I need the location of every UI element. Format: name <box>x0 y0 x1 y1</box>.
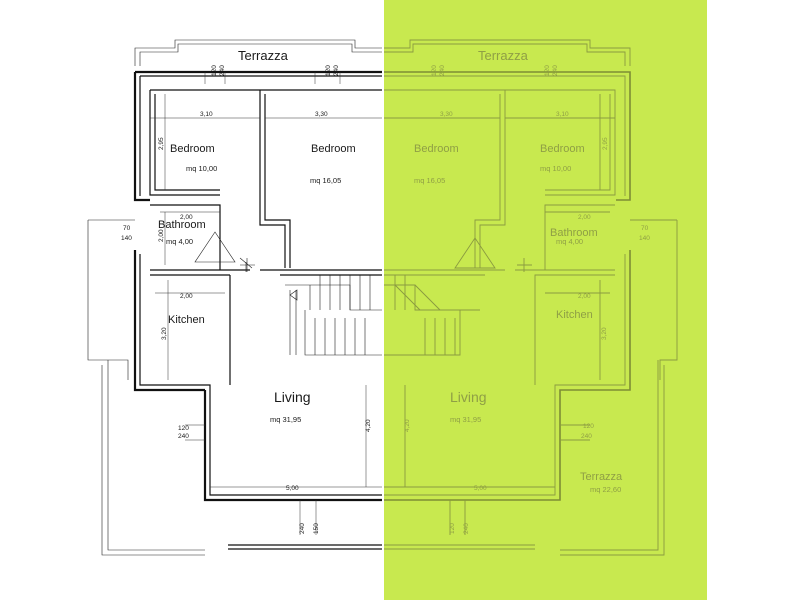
right-living-width: 5,00 <box>474 485 487 492</box>
right-window-dim-3: 120 <box>544 65 551 76</box>
left-bedroom2-width: 3,30 <box>315 111 328 118</box>
left-living-window-dim-2: 240 <box>178 433 189 440</box>
right-living-name: Living <box>450 389 487 405</box>
right-terrace-label: Terrazza <box>478 48 529 63</box>
right-bedroom2-width: 3,10 <box>556 111 569 118</box>
right-living-window-dim-1: 120 <box>583 423 594 430</box>
left-bedroom2-name: Bedroom <box>311 143 356 155</box>
left-bottom-window-dim-2: 150 <box>313 523 320 534</box>
right-window-dim-1: 120 <box>431 65 438 76</box>
right-living-area: mq 31,95 <box>450 415 481 424</box>
right-bedroom1-area: mq 16,05 <box>414 176 445 185</box>
right-living-height: 4,20 <box>404 419 411 432</box>
right-kitchen-height: 3,20 <box>601 327 608 340</box>
right-window-dim-4: 240 <box>552 65 559 76</box>
right-living-window-dim-2: 240 <box>581 433 592 440</box>
right-window-dim-2: 240 <box>439 65 446 76</box>
right-side-window-dim-1: 70 <box>641 225 649 232</box>
left-kitchen-width: 2,00 <box>180 293 193 300</box>
right-kitchen-width: 2,00 <box>578 293 591 300</box>
left-bedroom1-height: 2,95 <box>158 137 165 150</box>
right-bottom-window-dim-1: 120 <box>449 523 456 534</box>
left-living-width: 5,00 <box>286 485 299 492</box>
left-bottom-window-dim-1: 240 <box>299 523 306 534</box>
left-bathroom-area: mq 4,00 <box>166 237 193 246</box>
left-kitchen-name: Kitchen <box>168 314 205 326</box>
left-terrace-label: Terrazza <box>238 48 289 63</box>
left-bedroom1-width: 3,10 <box>200 111 213 118</box>
right-bottom-window-dim-2: 240 <box>463 523 470 534</box>
right-bathroom-area: mq 4,00 <box>556 237 583 246</box>
left-bedroom1-area: mq 10,00 <box>186 164 217 173</box>
left-window-dim-4: 240 <box>333 65 340 76</box>
right-kitchen-name: Kitchen <box>556 309 593 321</box>
right-bathroom-name: Bathroom <box>550 227 598 239</box>
right-bedroom2-height: 2,95 <box>602 137 609 150</box>
left-window-dim-1: 120 <box>211 65 218 76</box>
left-bathroom-height: 2,00 <box>158 229 165 242</box>
left-side-window-dim-1: 70 <box>123 225 131 232</box>
right-side-terrace-name: Terrazza <box>580 471 623 483</box>
left-bathroom-width: 2,00 <box>180 214 193 221</box>
left-bedroom2-area: mq 16,05 <box>310 176 341 185</box>
left-living-window-dim-1: 120 <box>178 425 189 432</box>
right-bedroom1-name: Bedroom <box>414 143 459 155</box>
left-bathroom-name: Bathroom <box>158 219 206 231</box>
right-bedroom2-area: mq 10,00 <box>540 164 571 173</box>
left-window-dim-2: 240 <box>219 65 226 76</box>
left-living-area: mq 31,95 <box>270 415 301 424</box>
right-unit <box>384 39 678 556</box>
left-bedroom1-name: Bedroom <box>170 143 215 155</box>
left-side-window-dim-2: 140 <box>121 235 132 242</box>
left-window-dim-3: 120 <box>325 65 332 76</box>
right-side-window-dim-2: 140 <box>639 235 650 242</box>
left-unit <box>87 39 382 556</box>
right-side-terrace-area: mq 22,60 <box>590 485 621 494</box>
right-bathroom-width: 2,00 <box>578 214 591 221</box>
left-living-height: 4,20 <box>365 419 372 432</box>
right-bedroom1-width: 3,30 <box>440 111 453 118</box>
right-bedroom2-name: Bedroom <box>540 143 585 155</box>
left-kitchen-height: 3,20 <box>161 327 168 340</box>
left-living-name: Living <box>274 389 311 405</box>
